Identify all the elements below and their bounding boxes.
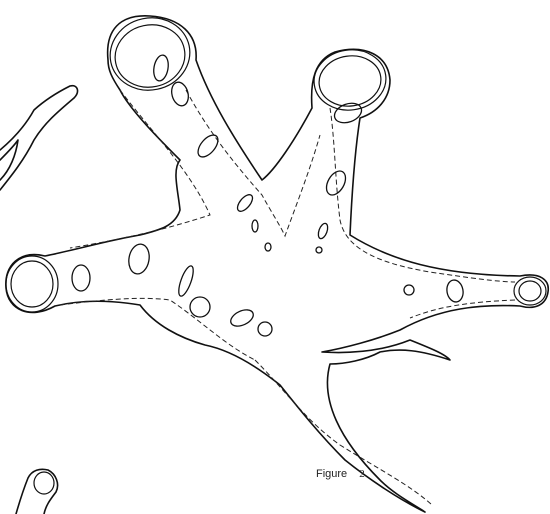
pore — [152, 54, 170, 82]
body-outline — [6, 16, 548, 512]
pore — [176, 264, 196, 297]
right-opening-inner — [519, 281, 541, 301]
pore — [228, 307, 256, 330]
pore — [190, 297, 210, 317]
pore — [445, 279, 465, 303]
upper-left-fragment — [0, 86, 77, 190]
pore — [72, 265, 90, 291]
figure-number: 2 — [359, 468, 365, 480]
upper-left-fragment-inner — [0, 140, 18, 180]
pore — [127, 242, 152, 275]
pore — [317, 222, 330, 240]
pore — [316, 247, 322, 253]
inner-contour-top-middle — [186, 90, 320, 236]
pore — [194, 132, 221, 161]
left-opening-inner — [11, 261, 53, 307]
inner-contour-lower-trunk — [255, 360, 432, 505]
pore — [265, 243, 271, 251]
figure-caption: Figure 2 — [316, 468, 365, 480]
pore — [258, 322, 272, 336]
inner-contour-top-left — [70, 90, 210, 248]
left-opening — [6, 256, 58, 312]
pore — [235, 192, 256, 214]
figure-label: Figure — [316, 468, 347, 480]
pore — [252, 220, 258, 232]
lower-left-fragment-opening — [34, 472, 54, 494]
pore — [169, 80, 191, 107]
pore — [404, 285, 414, 295]
